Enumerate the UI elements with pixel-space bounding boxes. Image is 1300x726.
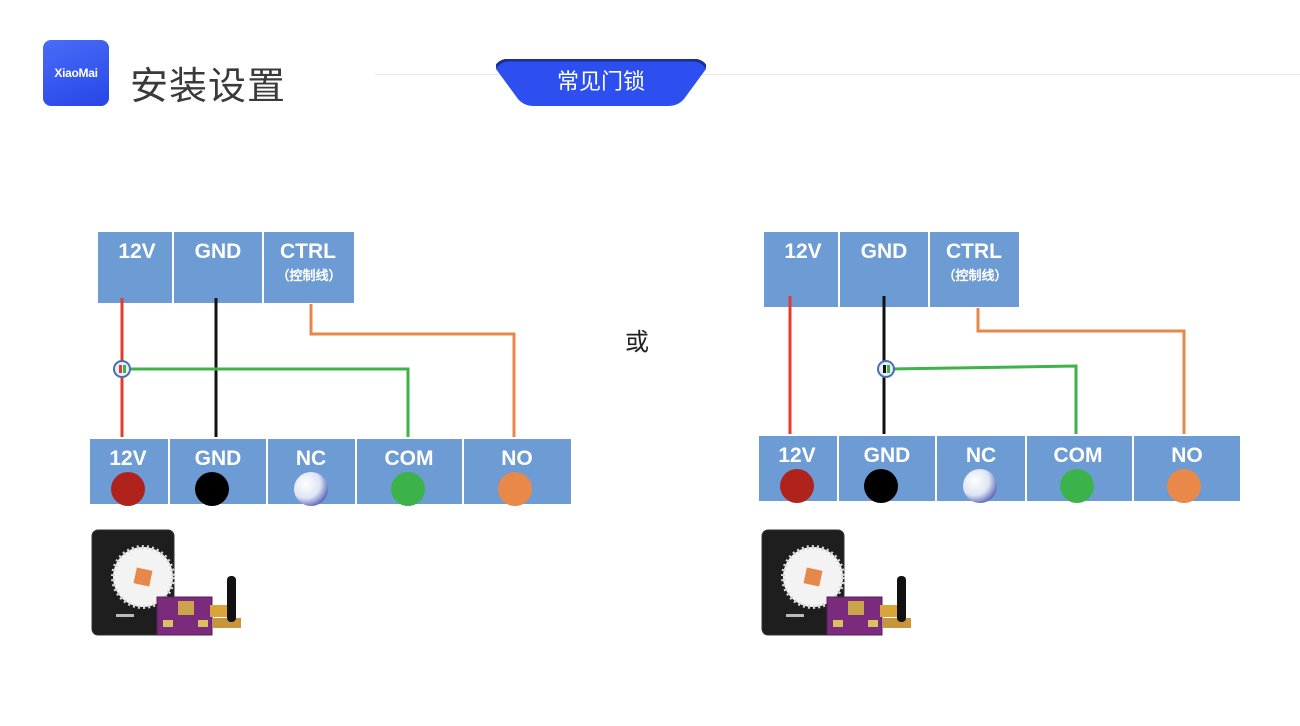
wiring-diagram-right: 12V GND CTRL （控制线） 12V GND NC COM NO [757,230,1242,636]
controller-terminal-label: CTRL [946,240,1002,263]
header-divider [375,74,1300,75]
terminal-dot-com [391,472,425,506]
lock-terminal-label: NO [501,447,533,470]
lock-terminal-label: NO [1171,444,1203,467]
controller-terminal-label: 12V [118,240,155,263]
controller-terminal-sublabel: （控制线） [276,268,341,284]
or-separator: 或 [625,328,649,356]
junction-connector [113,360,131,378]
controller-terminal-label: GND [195,240,242,263]
controller-device-image [91,529,241,636]
lock-terminal-block: 12V GND NC COM NO [88,437,573,506]
terminal-dot-nc [963,469,997,503]
wiring-diagram-left: 12V GND CTRL （控制线） 12V GND NC [88,230,573,636]
controller-terminal-sublabel: （控制线） [942,268,1007,284]
page-title: 安装设置 [130,64,287,108]
wire-ctrl-to-no [309,304,516,440]
terminal-dot-com [1060,469,1094,503]
lock-terminal-label: 12V [109,447,146,470]
wires [788,296,1186,437]
wire-ctrl-to-no [976,308,1186,437]
controller-terminal-12v [762,230,840,309]
lock-terminal-label: 12V [778,444,815,467]
terminal-dot-no [1167,469,1201,503]
lock-terminal-label: GND [864,444,911,467]
lock-terminal-label: COM [385,447,434,470]
section-tab [496,59,706,106]
lock-terminal-label: COM [1054,444,1103,467]
terminal-dot-12v [111,472,145,506]
wire-com [128,367,410,440]
terminal-dot-12v [780,469,814,503]
wires [120,298,516,440]
lock-terminal-label: NC [966,444,996,467]
controller-terminal-ctrl [262,230,356,305]
logo-text: XiaoMai [54,66,98,80]
controller-terminal-gnd [838,230,930,309]
controller-terminal-label: CTRL [280,240,336,263]
logo: XiaoMai [43,40,109,106]
controller-terminal-ctrl [928,230,1021,309]
terminal-dot-gnd [864,469,898,503]
terminal-dot-nc [294,472,328,506]
controller-terminal-block: 12V GND CTRL （控制线） [96,230,356,305]
terminal-dot-gnd [195,472,229,506]
junction-connector [877,360,895,378]
terminal-dot-no [498,472,532,506]
wire-com [889,364,1078,437]
lock-terminal-label: GND [195,447,242,470]
lock-terminal-block: 12V GND NC COM NO [757,434,1242,503]
controller-terminal-label: GND [861,240,908,263]
controller-terminal-block: 12V GND CTRL （控制线） [762,230,1021,309]
controller-terminal-12v [96,230,174,305]
lock-terminal-label: NC [296,447,326,470]
section-tab-label: 常见门锁 [556,70,645,95]
controller-device-image [761,529,911,636]
controller-terminal-label: 12V [784,240,821,263]
